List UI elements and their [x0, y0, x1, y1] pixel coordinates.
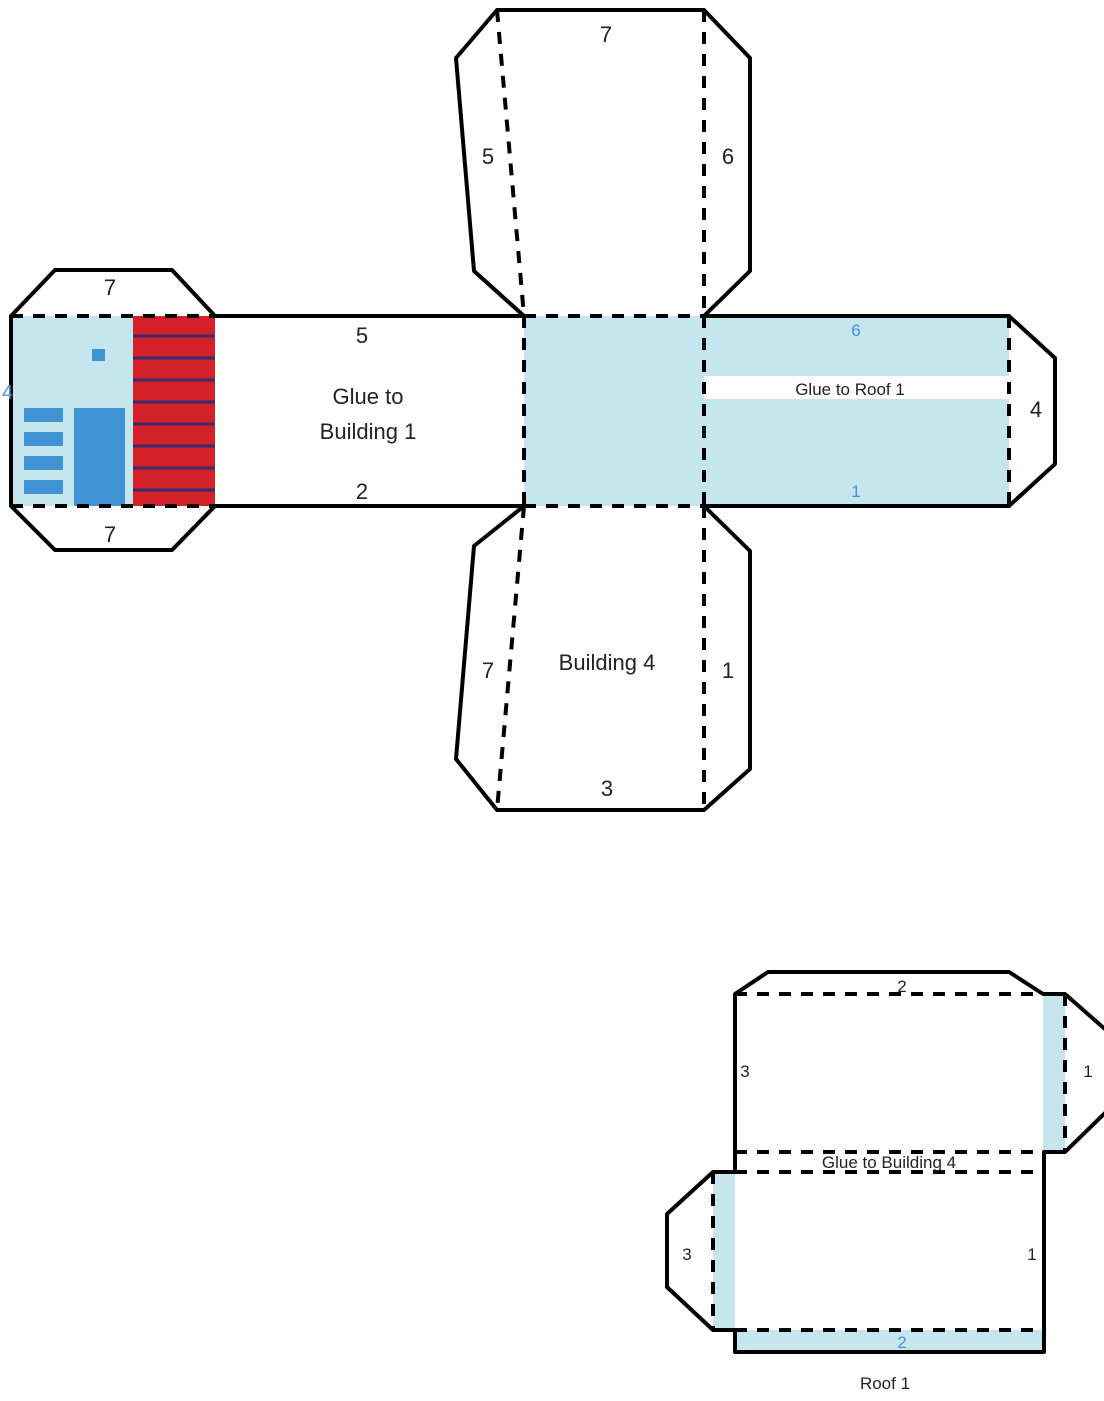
roof-glue-label: Glue to Building 4: [822, 1153, 956, 1172]
bottom-flap-right-label: 1: [722, 658, 734, 683]
building-fold-lines: [11, 9, 1011, 811]
right-panel-bottom-label: 1: [851, 482, 860, 501]
left-tab-top-label: 7: [104, 275, 116, 300]
top-flap-left-label: 5: [482, 144, 494, 169]
roof-caption: Roof 1: [860, 1374, 910, 1393]
bottom-flap-bottom-label: 3: [601, 776, 613, 801]
wall-bottom-label: 2: [356, 479, 368, 504]
roof-left-upper-label: 3: [740, 1062, 749, 1081]
roof-right-glue-strip: [1043, 994, 1065, 1152]
roof-left-glue-strip: [713, 1172, 735, 1330]
roof-right-tab-label: 1: [1083, 1062, 1092, 1081]
window-1: [24, 408, 63, 422]
glue-label-line-2: Building 1: [320, 419, 417, 444]
roof-cut-outline: [665, 970, 1104, 1354]
wall-top-label: 5: [356, 323, 368, 348]
roof-bottom-glue-strip: [735, 1330, 1044, 1352]
roof-left-tab-label: 3: [682, 1245, 691, 1264]
glue-strip: [704, 376, 1009, 399]
top-flap-top-label: 7: [600, 22, 612, 47]
front-face-edge-label: 4: [2, 382, 13, 404]
building-cut-outline: [9, 8, 1057, 812]
glue-to-roof-label: Glue to Roof 1: [795, 380, 905, 399]
small-window: [92, 349, 105, 361]
wall-stripes: [133, 334, 215, 492]
building-title: Building 4: [559, 650, 656, 675]
window-4: [24, 480, 63, 494]
bottom-flap-left-label: 7: [482, 658, 494, 683]
red-wall-panel: [133, 316, 215, 506]
roof-net: 2 3 1 Glue to Building 4 3 1 2 Roof 1: [665, 970, 1104, 1393]
roof-fold-lines: [711, 992, 1067, 1332]
window-3: [24, 456, 63, 470]
roof-bottom-label: 2: [897, 1333, 906, 1352]
top-flap-right-label: 6: [722, 144, 734, 169]
window-2: [24, 432, 63, 446]
right-wall-face: [704, 316, 1009, 506]
center-base-face: [524, 316, 704, 506]
right-tab-label: 4: [1030, 397, 1042, 422]
right-panel-top-label: 6: [851, 321, 860, 340]
glue-label-line-1: Glue to: [333, 384, 404, 409]
roof-right-lower-label: 1: [1027, 1245, 1036, 1264]
door: [74, 408, 125, 506]
left-tab-bottom-label: 7: [104, 522, 116, 547]
roof-top-label: 2: [897, 977, 906, 996]
building-net: 7 7 4 5 2 Glue to Building 1 7 5 6 7 1 3…: [2, 8, 1057, 812]
